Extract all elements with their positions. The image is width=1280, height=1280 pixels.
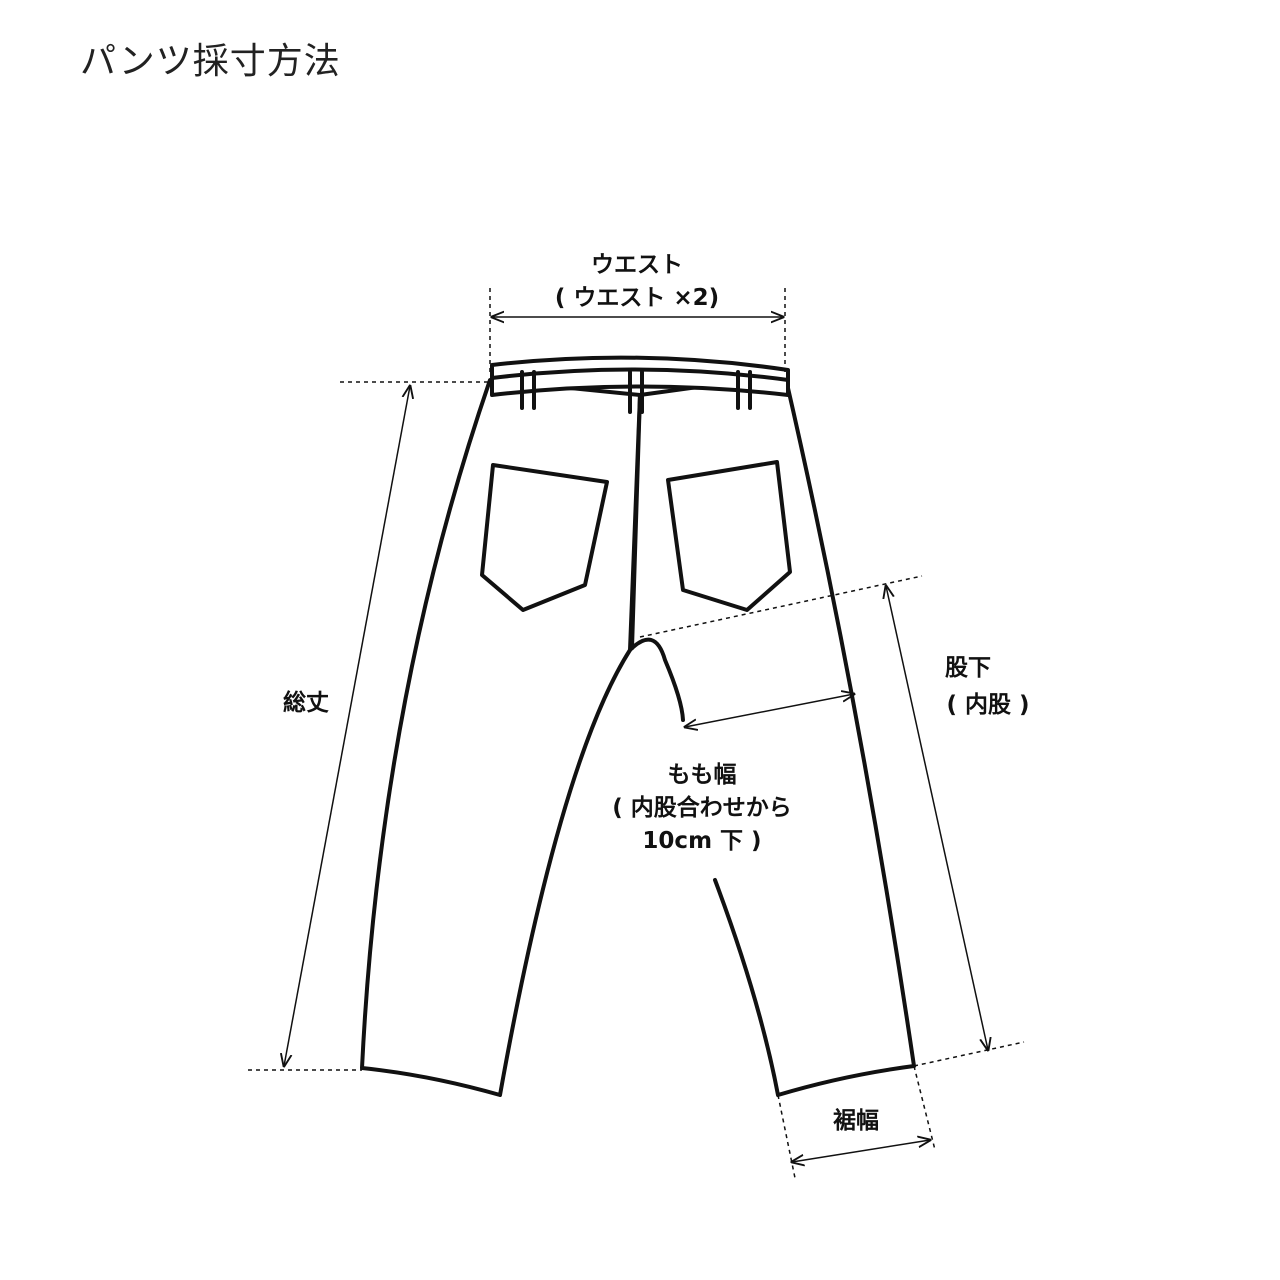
thigh-width-measure: もも幅 ( 内股合わせから 10cm 下 ) [612, 694, 854, 854]
hem-width-label: 裾幅 [833, 1107, 879, 1134]
center-seam [630, 393, 642, 650]
waist-note: ( ウエスト ×2) [555, 285, 719, 311]
total-length-measure: 総丈 [248, 381, 490, 1071]
page-title: パンツ採寸方法 [80, 41, 341, 82]
inseam-arrow [886, 586, 988, 1050]
waistband [490, 355, 790, 414]
total-length-label: 総丈 [283, 689, 329, 716]
right-back-pocket [666, 460, 792, 612]
left-back-pocket [480, 463, 609, 612]
waist-label: ウエスト [591, 252, 683, 278]
thigh-width-arrow [685, 694, 854, 727]
thigh-width-note-2: 10cm 下 ) [642, 828, 761, 854]
total-length-arrow [284, 386, 410, 1066]
inseam-note: ( 内股 ) [946, 692, 1029, 718]
waist-measure: ウエスト ( ウエスト ×2) [489, 252, 786, 372]
inseam-label: 股下 [945, 655, 991, 681]
hem-width-measure: 裾幅 [777, 1065, 936, 1179]
crotch-curve [628, 637, 685, 722]
pants-outline [360, 373, 916, 1097]
inseam-measure: 股下 ( 内股 ) [639, 575, 1030, 1067]
thigh-width-note-1: ( 内股合わせから [612, 794, 792, 821]
hem-width-arrow [792, 1140, 930, 1162]
thigh-width-label: もも幅 [668, 762, 737, 788]
